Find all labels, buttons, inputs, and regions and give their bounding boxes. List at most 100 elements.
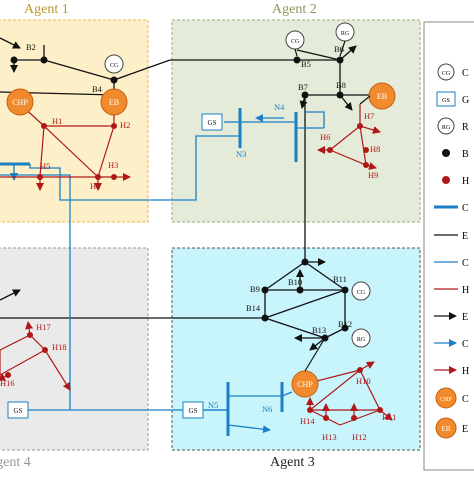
heat-dot-h3[interactable] xyxy=(111,174,117,180)
svg-text:CHP: CHP xyxy=(297,380,313,389)
legend-text-electric-load: E xyxy=(462,312,468,323)
chp-device-agent3[interactable]: CHP xyxy=(291,370,319,398)
bus-dot-b10[interactable] xyxy=(296,286,304,294)
agent-3-title: Agent 3 xyxy=(270,455,315,470)
agent-1-title: Agent 1 xyxy=(24,2,69,17)
gs-device-agent3[interactable]: GS xyxy=(182,401,204,419)
bus-label-b12: B12 xyxy=(338,319,352,329)
eb-device-agent1[interactable]: EB xyxy=(100,88,128,116)
eb-device-agent2[interactable]: EB xyxy=(368,82,396,110)
svg-text:GS: GS xyxy=(189,407,198,415)
heat-node-dots xyxy=(5,123,383,421)
agent-2-title: Agent 2 xyxy=(272,2,317,17)
svg-text:EB: EB xyxy=(377,92,387,101)
heat-label-h11: H11 xyxy=(382,412,396,422)
legend-text-rg: R xyxy=(462,122,469,133)
cg-device-agent3[interactable]: CG xyxy=(351,281,371,301)
heat-dot-h4[interactable] xyxy=(95,174,101,180)
chp-device-agent1[interactable]: CHP xyxy=(6,88,34,116)
electric-bus-dots xyxy=(10,56,349,342)
legend-text-cg: C xyxy=(462,68,469,79)
eb-label: EB xyxy=(109,98,119,107)
bus-dot-b5[interactable] xyxy=(293,56,301,64)
rg-icon: RG xyxy=(437,117,455,135)
heat-label-h2: H2 xyxy=(120,120,130,130)
eb-icon: EB xyxy=(435,417,457,439)
heat-dot-h10[interactable] xyxy=(357,367,363,373)
cg-device-agent2[interactable]: CG xyxy=(285,30,305,50)
chp-icon: CHP xyxy=(435,387,457,409)
heat-dot-h12[interactable] xyxy=(351,415,357,421)
legend-text-heat-line: H xyxy=(462,285,469,296)
bus-dot-b6[interactable] xyxy=(336,56,344,64)
bus-label-b5: B5 xyxy=(301,59,311,69)
cg-link xyxy=(294,48,298,57)
bus-dot-b8[interactable] xyxy=(336,91,344,99)
bus-dot-b14[interactable] xyxy=(261,314,269,322)
bus-labels: B2 B4 B5 B6 B7 B8 B9 B10 B11 B12 B13 B14 xyxy=(26,42,352,335)
legend-text-electric-line: E xyxy=(462,231,468,242)
heat-dot-h14[interactable] xyxy=(307,407,313,413)
bus-label-b10: B10 xyxy=(288,277,302,287)
heat-label-h17: H17 xyxy=(36,322,51,332)
bus-dot[interactable] xyxy=(10,56,18,64)
gs-icon: GS xyxy=(436,91,456,107)
heat-label-h12: H12 xyxy=(352,432,367,442)
heat-dot-h16[interactable] xyxy=(5,372,11,378)
rg-label: RG xyxy=(341,31,350,37)
heat-dot-h7[interactable] xyxy=(357,123,363,129)
heat-label-h6: H6 xyxy=(320,132,330,142)
heat-label-h3: H3 xyxy=(108,160,118,170)
legend-text-gas-node: C xyxy=(462,203,469,214)
bus-dot-b4[interactable] xyxy=(110,76,118,84)
cg-device-agent1[interactable]: CG xyxy=(104,54,124,74)
legend-text-bus: B xyxy=(462,149,469,160)
svg-text:RG: RG xyxy=(357,337,366,343)
rg-device-agent2[interactable]: RG xyxy=(335,22,355,42)
bus-dot-b2[interactable] xyxy=(40,56,48,64)
gas-node-label-n3: N3 xyxy=(236,149,246,159)
heat-label-h18: H18 xyxy=(52,342,67,352)
heat-label-h16: H16 xyxy=(0,378,15,388)
electric-bus-dot-icon xyxy=(442,149,450,157)
bus-label-b6: B6 xyxy=(334,44,344,54)
gs-device-agent2[interactable]: GS xyxy=(201,113,223,131)
svg-text:GS: GS xyxy=(442,98,450,104)
heat-dot-h9[interactable] xyxy=(363,162,369,168)
heat-label-h5: H5 xyxy=(40,161,50,171)
bus-dot-b12[interactable] xyxy=(341,324,349,332)
heat-dot-h6[interactable] xyxy=(327,147,333,153)
heat-dot-h8[interactable] xyxy=(363,147,369,153)
bus-dot-b11[interactable] xyxy=(341,286,349,294)
svg-text:RG: RG xyxy=(442,125,451,131)
gas-network xyxy=(0,108,325,436)
bus-dot-top-agent3[interactable] xyxy=(301,258,309,266)
gs-device-agent4[interactable]: GS xyxy=(7,401,29,419)
heat-dot-h13[interactable] xyxy=(323,415,329,421)
rg-device-agent3[interactable]: RG xyxy=(351,328,371,348)
heat-dot-h17[interactable] xyxy=(27,332,33,338)
bus-dot-b9[interactable] xyxy=(261,286,269,294)
legend-text-gas-line: C xyxy=(462,258,469,269)
bus-label-b14: B14 xyxy=(246,303,261,313)
heat-label-h8: H8 xyxy=(370,144,380,154)
bus-label-b9: B9 xyxy=(250,284,260,294)
heat-label-h7: H7 xyxy=(364,111,374,121)
heat-dot-h5[interactable] xyxy=(37,174,43,180)
heat-dot-h18[interactable] xyxy=(42,347,48,353)
agent-1-region: Agent 1 xyxy=(0,2,149,223)
cg-icon: CG xyxy=(437,63,455,81)
eb-electric-link xyxy=(359,95,371,105)
gas-node-label-n4: N4 xyxy=(274,102,285,112)
chp-electric-link xyxy=(304,337,326,372)
bus-dot-b7[interactable] xyxy=(301,91,309,99)
heat-label-h1: H1 xyxy=(52,116,62,126)
heat-dot-h11[interactable] xyxy=(377,407,383,413)
gas-node-labels: N3 N4 N5 N6 xyxy=(208,102,285,414)
cg-label: CG xyxy=(110,63,119,69)
heat-dot-h1[interactable] xyxy=(41,123,47,129)
svg-text:CHP: CHP xyxy=(440,397,452,403)
legend-text-heat-load: H xyxy=(462,366,469,377)
